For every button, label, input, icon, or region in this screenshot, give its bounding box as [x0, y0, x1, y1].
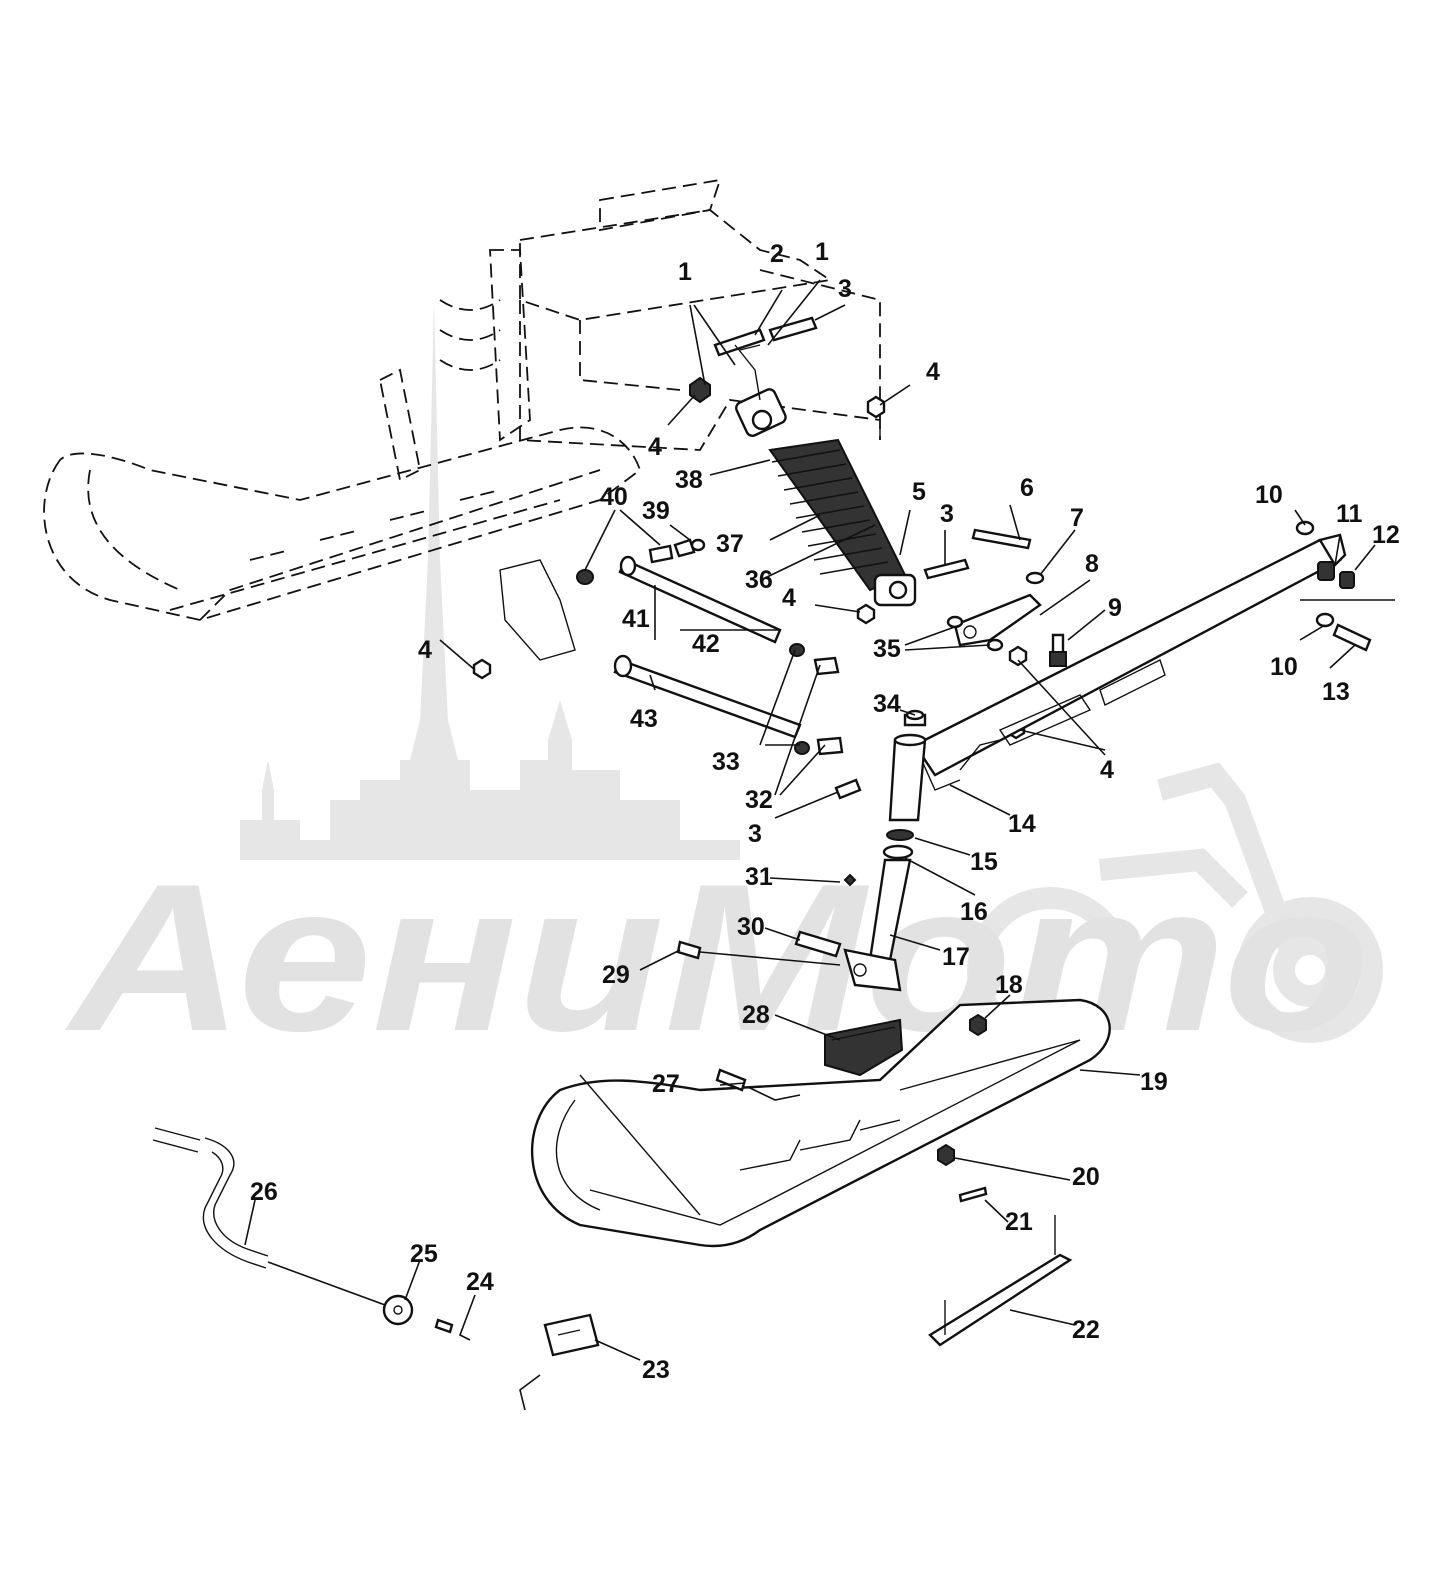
- callout-38: 38: [675, 466, 703, 494]
- callout-30: 30: [737, 913, 765, 941]
- callout-17: 17: [942, 943, 970, 971]
- callout-10: 10: [1270, 653, 1298, 681]
- callout-33: 33: [712, 748, 740, 776]
- callout-25: 25: [410, 1240, 438, 1268]
- callout-3: 3: [748, 820, 762, 848]
- callout-14: 14: [1008, 810, 1036, 838]
- callout-4: 4: [926, 358, 940, 386]
- callout-7: 7: [1070, 504, 1084, 532]
- callout-29: 29: [602, 961, 630, 989]
- ski-loop-handle: [152, 1127, 600, 1357]
- callout-4: 4: [418, 636, 432, 664]
- callout-27: 27: [652, 1070, 680, 1098]
- callout-2: 2: [770, 240, 784, 268]
- callout-5: 5: [912, 478, 926, 506]
- pivot-rods: [499, 538, 862, 800]
- callout-4: 4: [648, 433, 662, 461]
- trailing-arm: [913, 520, 1372, 791]
- callout-31: 31: [745, 863, 773, 891]
- callout-1: 1: [678, 258, 692, 286]
- watermark: АениМото: [64, 300, 1383, 1075]
- shock-spring: [768, 438, 907, 592]
- callout-23: 23: [642, 1356, 670, 1384]
- callout-15: 15: [970, 848, 998, 876]
- callout-4: 4: [1100, 756, 1114, 784]
- leader-lines: [244, 279, 1395, 1411]
- callout-32: 32: [745, 786, 773, 814]
- callout-28: 28: [742, 1001, 770, 1029]
- callout-42: 42: [692, 630, 720, 658]
- watermark-text: АениМото: [64, 840, 1370, 1075]
- callout-36: 36: [745, 566, 773, 594]
- callout-18: 18: [995, 971, 1023, 999]
- ski: [530, 998, 1111, 1248]
- callout-13: 13: [1322, 678, 1350, 706]
- ski-wear-bar: [928, 1215, 1073, 1347]
- callout-20: 20: [1072, 1163, 1100, 1191]
- callout-43: 43: [630, 705, 658, 733]
- callout-35: 35: [873, 635, 901, 663]
- callout-3: 3: [940, 500, 954, 528]
- ghost-ski: [43, 426, 642, 621]
- callout-11: 11: [1336, 500, 1363, 528]
- ski-saddle: [676, 930, 904, 1077]
- callout-4: 4: [782, 584, 796, 612]
- shock-absorber: [735, 388, 917, 607]
- callout-37: 37: [716, 530, 744, 558]
- callout-16: 16: [960, 898, 988, 926]
- upper-hardware: [689, 316, 886, 440]
- callout-41: 41: [622, 605, 650, 633]
- callout-40: 40: [600, 483, 628, 511]
- callout-1: 1: [815, 238, 829, 266]
- callout-10: 10: [1255, 481, 1283, 509]
- ghost-chassis: [378, 178, 881, 482]
- mid-hardware: [472, 528, 1067, 740]
- callout-12: 12: [1372, 521, 1400, 549]
- callout-34: 34: [873, 690, 901, 718]
- callout-26: 26: [250, 1178, 278, 1206]
- callout-19: 19: [1140, 1068, 1168, 1096]
- callout-24: 24: [466, 1268, 494, 1296]
- callout-21: 21: [1005, 1208, 1033, 1236]
- callout-22: 22: [1072, 1316, 1100, 1344]
- callout-3: 3: [838, 275, 852, 303]
- callout-labels: 1 1 2 3 4 4 38 5 6 3 7 10 11 12 40 39 37…: [250, 238, 1400, 1384]
- callout-9: 9: [1108, 594, 1122, 622]
- callout-39: 39: [642, 497, 670, 525]
- callout-6: 6: [1020, 474, 1034, 502]
- callout-8: 8: [1085, 550, 1099, 578]
